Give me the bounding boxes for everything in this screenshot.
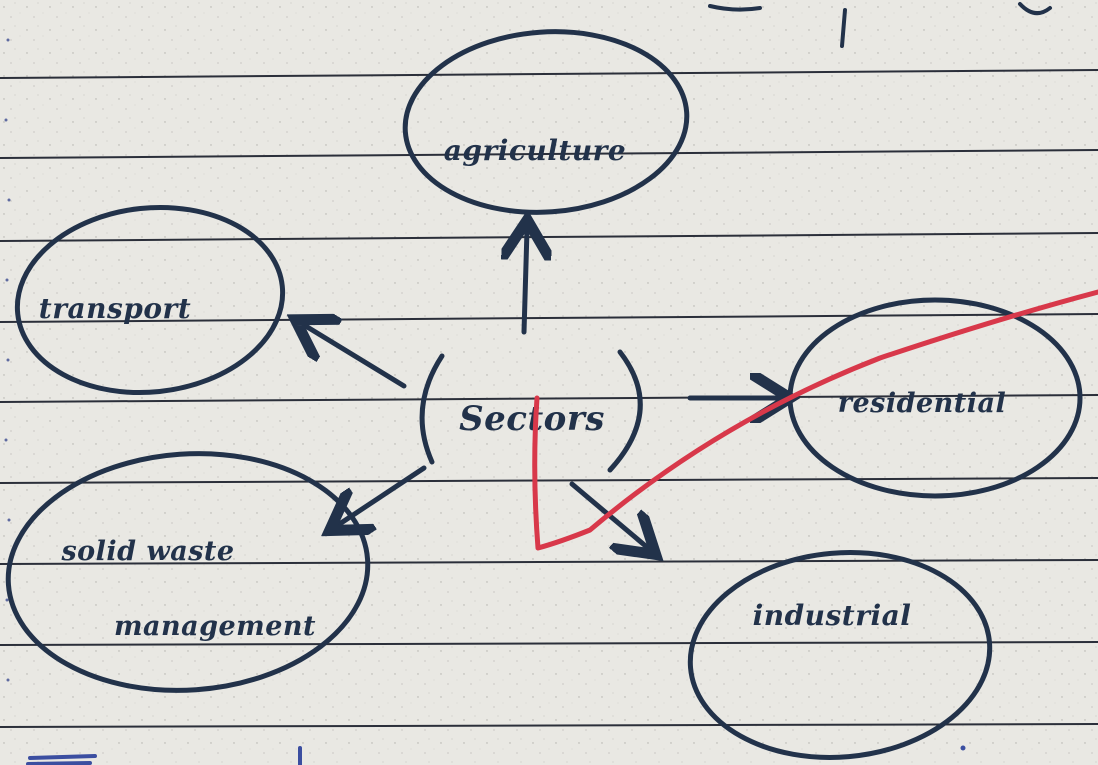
ruled-line <box>0 723 1098 728</box>
margin-dots <box>4 38 11 682</box>
arrow-to-solid-waste <box>338 465 427 525</box>
ruled-line <box>0 394 1098 403</box>
node-circle <box>687 550 993 760</box>
ruled-line <box>0 149 1098 159</box>
red-check-mark <box>532 289 1098 551</box>
solid-waste-management-node: solid waste management <box>5 451 371 693</box>
right-parenthesis <box>607 349 643 473</box>
solid-waste-label-line2: management <box>114 611 316 642</box>
industrial-label: industrial <box>753 599 912 632</box>
ruled-line <box>0 477 1098 484</box>
agriculture-label: agriculture <box>444 134 627 167</box>
industrial-node: industrial <box>687 550 993 760</box>
arrow-to-agriculture <box>524 230 527 335</box>
sectors-label: Sectors <box>459 399 605 439</box>
transport-node: transport <box>14 204 286 396</box>
node-circle <box>14 204 286 396</box>
residential-label: residential <box>838 388 1007 419</box>
sectors-node: Sectors <box>419 349 643 473</box>
agriculture-node: agriculture <box>402 29 690 215</box>
ruled-line <box>0 641 1098 646</box>
node-circle <box>5 451 371 693</box>
top-ink-fragments <box>708 2 1052 48</box>
left-parenthesis <box>419 353 445 465</box>
ruled-line <box>0 69 1098 79</box>
solid-waste-label-line1: solid waste <box>60 536 234 567</box>
residential-node: residential <box>787 297 1083 499</box>
transport-label: transport <box>39 292 191 325</box>
ruled-line <box>0 313 1098 323</box>
arrow-to-transport <box>304 325 407 389</box>
bottom-ink-fragments <box>26 745 966 765</box>
